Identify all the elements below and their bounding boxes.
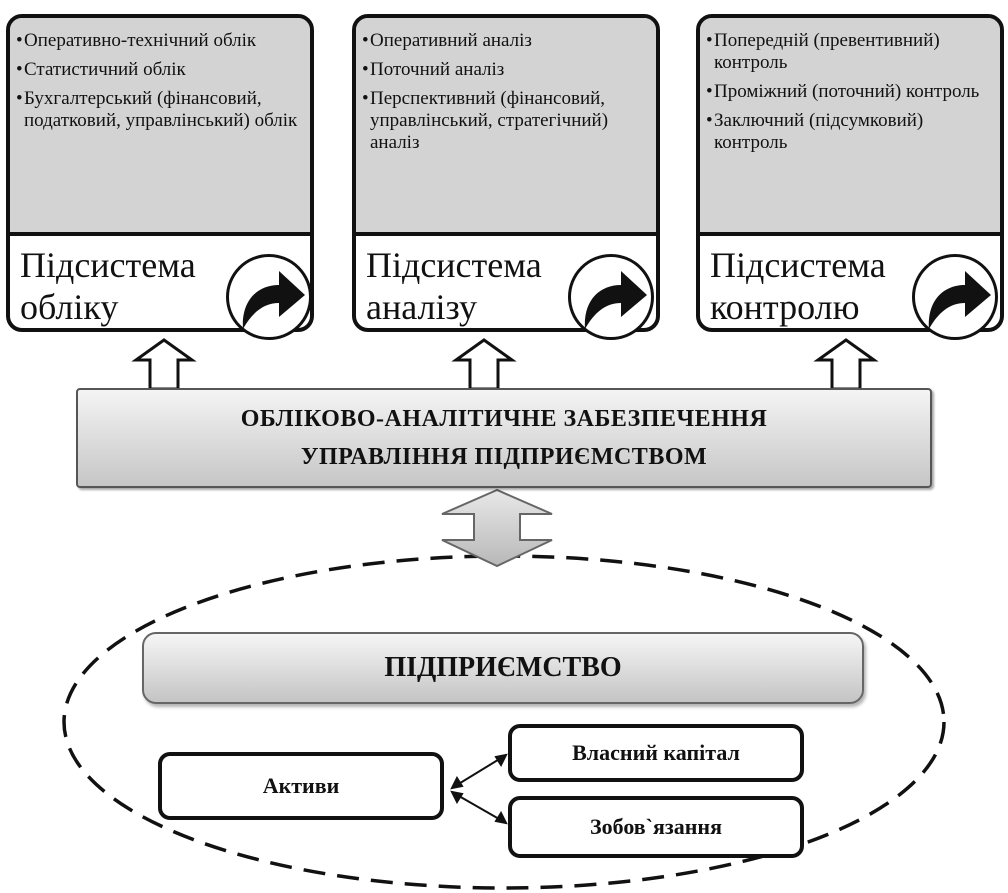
list-item: Перспективний (фінансовий, управлінський… — [362, 88, 652, 154]
liabilities-box: Зобов`язання — [508, 796, 804, 858]
list-item: Заключний (підсумковий) контроль — [706, 110, 996, 154]
double-arrow — [441, 488, 553, 568]
enterprise-boundary — [62, 554, 946, 890]
subsystem-title-line2: контролю — [710, 287, 860, 327]
list-item: Проміжний (поточний) контроль — [706, 81, 996, 103]
equity-box: Власний капітал — [508, 724, 804, 782]
up-arrow-accounting — [131, 338, 197, 391]
assets-connector-lines — [450, 753, 508, 825]
subsystem-title: Підсистема аналізу — [366, 244, 542, 328]
curved-arrow-icon — [226, 254, 312, 340]
central-support-box: ОБЛІКОВО-АНАЛІТИЧНЕ ЗАБЕЗПЕЧЕННЯ УПРАВЛІ… — [76, 388, 932, 488]
curved-arrow-icon — [568, 254, 654, 340]
list-item: Статистичний облік — [16, 59, 306, 81]
assets-label: Активи — [262, 773, 340, 798]
up-arrow-control — [813, 338, 879, 391]
up-arrow-analysis — [451, 338, 517, 391]
subsystem-title-line2: аналізу — [366, 287, 477, 327]
subsystem-title-line2: обліку — [20, 287, 119, 327]
list-item: Попередній (превентивний) контроль — [706, 30, 996, 74]
assets-box: Активи — [158, 752, 444, 820]
subsystem-title-line1: Підсистема — [20, 245, 196, 285]
subsystem-title-line1: Підсистема — [366, 245, 542, 285]
list-item: Бухгалтерський (фінансовий, податковий, … — [16, 88, 306, 132]
list-item: Поточний аналіз — [362, 59, 652, 81]
subsystem-title: Підсистема контролю — [710, 244, 886, 328]
enterprise-title: ПІДПРИЄМСТВО — [384, 652, 622, 683]
enterprise-box: ПІДПРИЄМСТВО — [142, 632, 864, 704]
list-item: Оперативний аналіз — [362, 30, 652, 52]
central-title-line2: УПРАВЛІННЯ ПІДПРИЄМСТВОМ — [300, 444, 708, 470]
equity-label: Власний капітал — [572, 740, 740, 765]
card-details-panel: Попередній (превентивний) контроль Промі… — [700, 18, 1000, 236]
liabilities-label: Зобов`язання — [590, 814, 722, 839]
card-details-panel: Оперативний аналіз Поточний аналіз Персп… — [356, 18, 656, 236]
subsystem-title-line1: Підсистема — [710, 245, 886, 285]
subsystem-title: Підсистема обліку — [20, 244, 196, 328]
central-title-line1: ОБЛІКОВО-АНАЛІТИЧНЕ ЗАБЕЗПЕЧЕННЯ — [240, 406, 768, 432]
list-item: Оперативно-технічний облік — [16, 30, 306, 52]
card-details-panel: Оперативно-технічний облік Статистичний … — [10, 18, 310, 236]
curved-arrow-icon — [912, 254, 998, 340]
